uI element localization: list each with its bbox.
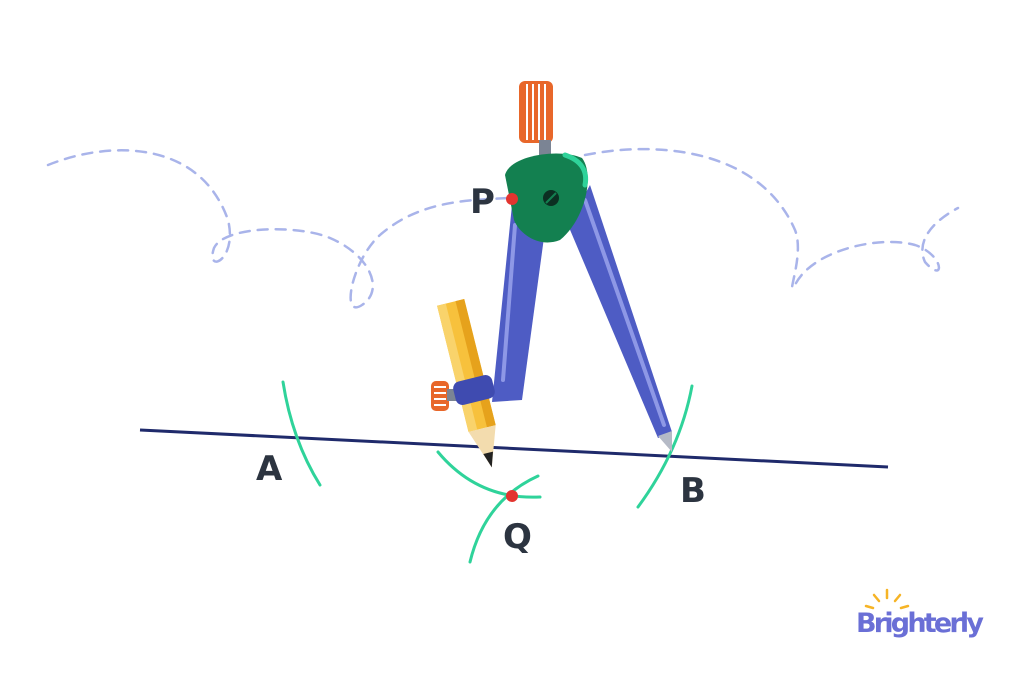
compass-tool [431, 81, 672, 468]
point-q-marker [506, 490, 518, 502]
arc-below-line-left [436, 450, 542, 499]
point-label-b: B [680, 471, 706, 511]
straight-line [139, 428, 889, 469]
point-label-q: Q [503, 517, 532, 557]
arc-at-a [281, 380, 322, 487]
arc-at-b [636, 384, 694, 509]
dashed-cloud-decoration [46, 147, 960, 309]
pencil-clamp-band [453, 375, 495, 405]
compass-knob [519, 81, 553, 156]
point-label-p: P [470, 182, 495, 222]
point-p-marker [506, 193, 518, 205]
arc-below-line-right [468, 474, 540, 564]
point-label-a: A [256, 449, 283, 489]
compass-needle [658, 431, 672, 452]
brand-name: Brighterly [856, 608, 984, 639]
brighterly-logo: Brighterly [856, 588, 984, 639]
sun-icon [864, 588, 910, 610]
